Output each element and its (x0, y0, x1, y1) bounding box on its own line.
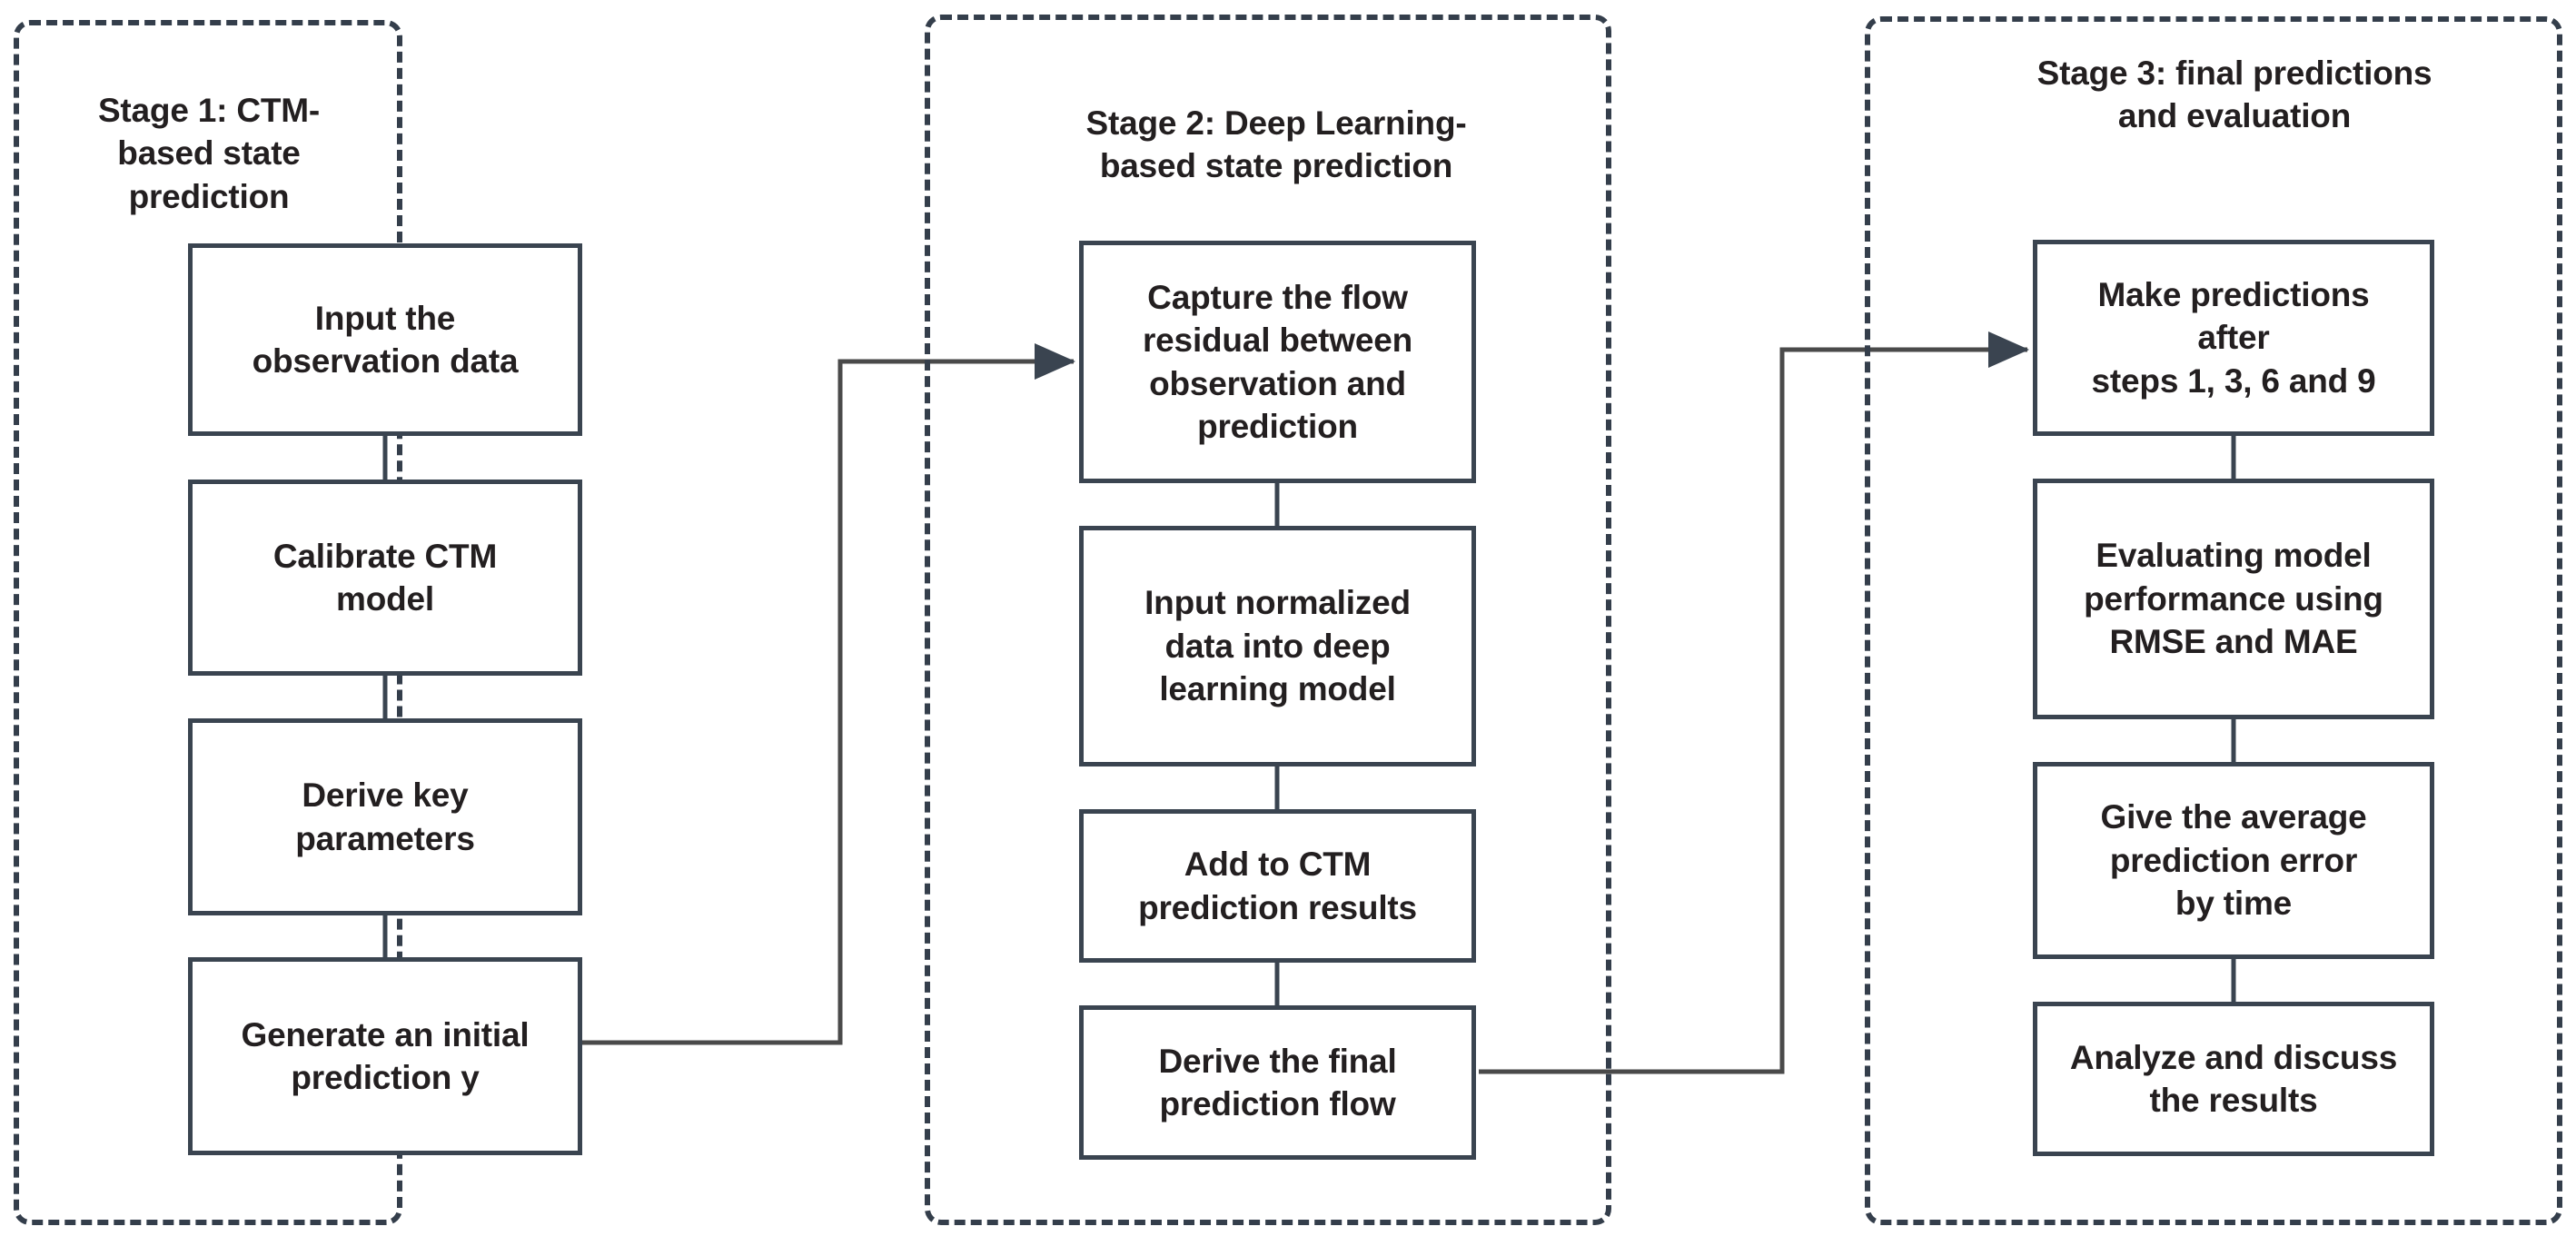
stage-container-3 (1865, 16, 2562, 1225)
stage-title-1: Stage 1: CTM-based state prediction (97, 92, 321, 215)
node-generate-initial-prediction[interactable]: Generate an initial prediction y (188, 957, 582, 1155)
node-add-to-ctm-prediction-results[interactable]: Add to CTM prediction results (1079, 809, 1476, 963)
node-input-observation-data[interactable]: Input the observation data (188, 243, 582, 436)
node-capture-flow-residual[interactable]: Capture the flow residual between observ… (1079, 241, 1476, 483)
node-derive-final-prediction-flow[interactable]: Derive the final prediction flow (1079, 1005, 1476, 1160)
node-evaluating-model-performance[interactable]: Evaluating model performance using RMSE … (2033, 479, 2434, 719)
node-analyze-and-discuss-results[interactable]: Analyze and discuss the results (2033, 1002, 2434, 1156)
node-input-normalized-data[interactable]: Input normalized data into deep learning… (1079, 526, 1476, 766)
node-calibrate-ctm-model[interactable]: Calibrate CTM model (188, 480, 582, 676)
node-derive-key-parameters[interactable]: Derive key parameters (188, 718, 582, 915)
stage-title-3: Stage 3: final predictions and evaluatio… (2036, 54, 2432, 135)
stage-title-2: Stage 2: Deep Learning- based state pred… (1085, 104, 1467, 185)
node-give-average-prediction-error[interactable]: Give the average prediction error by tim… (2033, 762, 2434, 959)
node-make-predictions-after-steps[interactable]: Make predictions after steps 1, 3, 6 and… (2033, 240, 2434, 436)
stage-container-2 (925, 15, 1611, 1225)
